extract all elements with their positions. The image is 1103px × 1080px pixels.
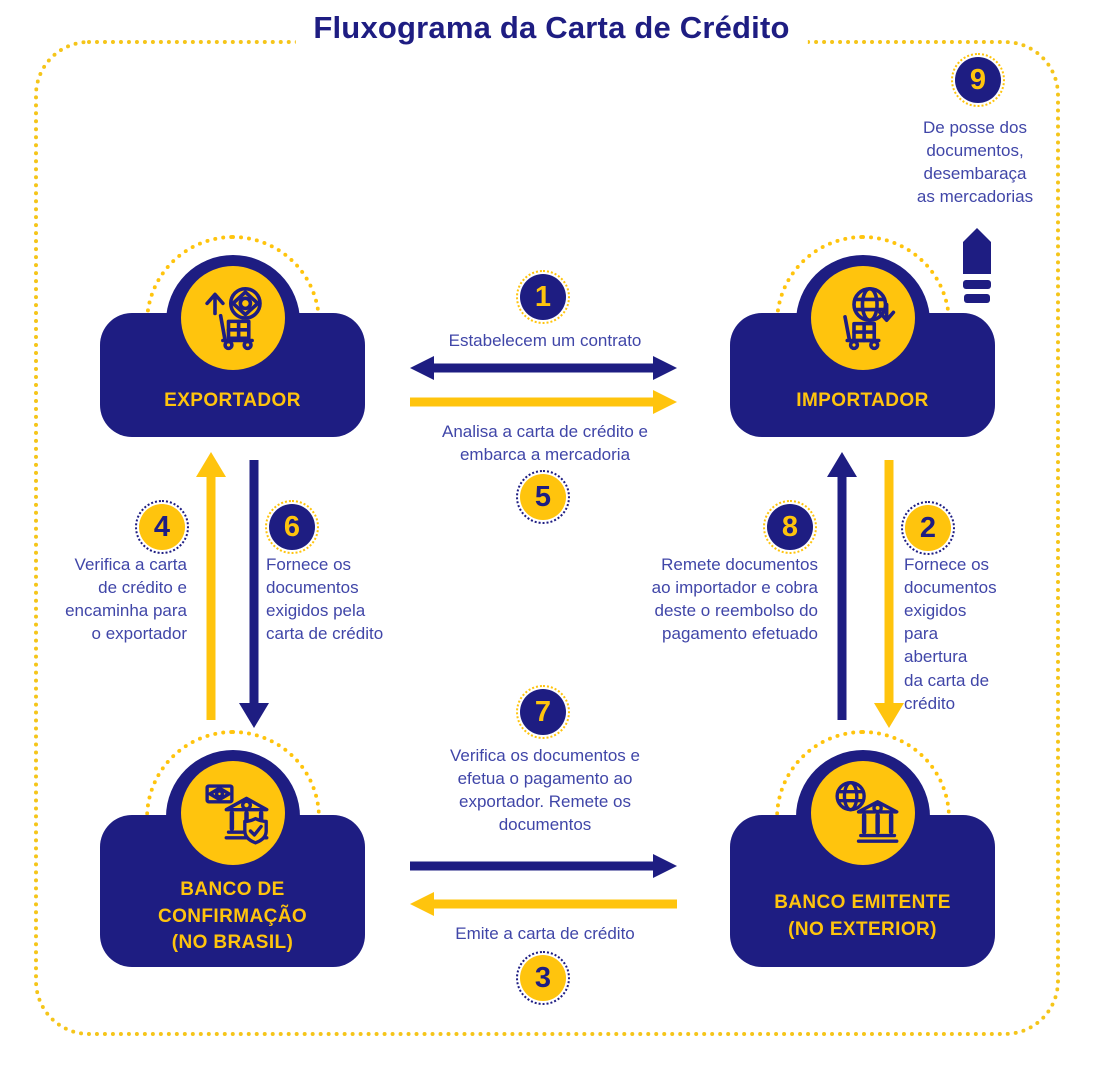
node-exportador-label: EXPORTADOR: [164, 389, 301, 411]
step-2-number: 2: [905, 505, 951, 551]
step-3-left-arrow: [410, 892, 677, 916]
node-banco-emitente-label: BANCO EMITENTE (NO EXTERIOR): [774, 892, 951, 940]
step-4-badge: 4: [135, 500, 189, 554]
step-4-up-arrow: [196, 452, 226, 720]
step-6-badge: 6: [265, 500, 319, 554]
bank-flag-shield-icon: [204, 784, 268, 845]
step-8-text: Remete documentos ao importador e cobra …: [651, 555, 818, 644]
step-5-badge: 5: [516, 470, 570, 524]
node-icon-circle: [810, 266, 915, 370]
step-7-badge: 7: [516, 685, 570, 739]
node-body: IMPORTADOR: [730, 313, 995, 437]
node-icon-circle: [180, 761, 285, 865]
node-icon-circle: [180, 266, 285, 370]
step-1-double-arrow: [410, 356, 677, 380]
node-importador-label: IMPORTADOR: [796, 389, 929, 411]
step-5-text: Analisa a carta de crédito e embarca a m…: [441, 422, 648, 465]
step-8-badge: 8: [763, 500, 817, 554]
step-5-number: 5: [520, 474, 566, 520]
step-6-down-arrow: [239, 460, 269, 728]
node-banco-confirmacao-label: BANCO DE CONFIRMAÇÃO (NO BRASIL): [158, 879, 307, 954]
bank-globe-icon: [834, 780, 898, 843]
step-5-right-arrow: [410, 390, 677, 414]
step-7-right-arrow: [410, 854, 677, 878]
step-6-text: Fornece os documentos exigidos pela cart…: [266, 555, 384, 644]
step-8-up-arrow: [827, 452, 857, 720]
step-1-text: Estabelecem um contrato: [448, 331, 642, 350]
node-icon-circle: [810, 761, 915, 865]
import-cart-globe-icon: [842, 286, 895, 351]
step-3-number: 3: [520, 955, 566, 1001]
step-7-number: 7: [520, 689, 566, 735]
page-title: Fluxograma da Carta de Crédito: [295, 10, 808, 46]
step-2-text: Fornece os documentos exigidos para aber…: [904, 555, 997, 713]
step-2-down-arrow: [874, 460, 904, 728]
step-4-text: Verifica a carta de crédito e encaminha …: [65, 555, 187, 644]
step-9-dashed-up-arrow-icon: [963, 228, 991, 303]
step-9-number: 9: [955, 57, 1001, 103]
step-2-badge: 2: [901, 501, 955, 555]
export-cart-brazil-flag-icon: [204, 286, 262, 351]
step-3-badge: 3: [516, 951, 570, 1005]
step-1-badge: 1: [516, 270, 570, 324]
step-9-badge: 9: [951, 53, 1005, 107]
step-6-number: 6: [269, 504, 315, 550]
step-3-text: Emite a carta de crédito: [455, 924, 635, 943]
step-7-text: Verifica os documentos e efetua o pagame…: [450, 746, 640, 835]
step-1-number: 1: [520, 274, 566, 320]
step-4-number: 4: [139, 504, 185, 550]
step-8-number: 8: [767, 504, 813, 550]
step-9-text: De posse dos documentos, desembaraça as …: [916, 118, 1034, 207]
